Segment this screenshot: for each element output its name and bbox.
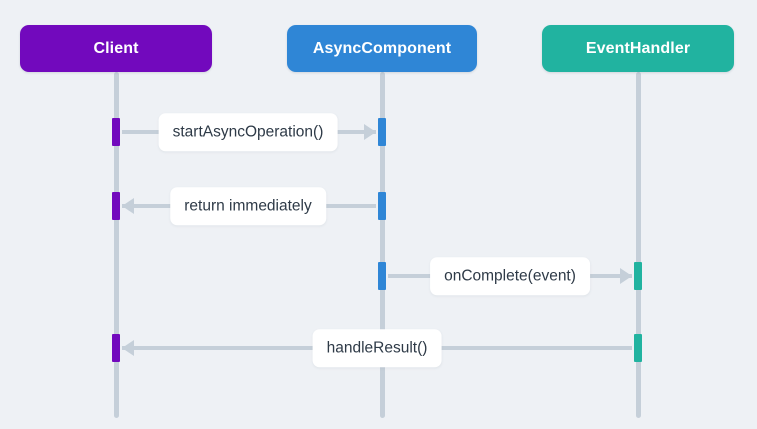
participant-label-client: Client xyxy=(93,39,139,57)
activation-bar-client xyxy=(112,334,120,362)
activation-bar-handler xyxy=(634,262,642,290)
message-label-1[interactable]: startAsyncOperation() xyxy=(158,113,338,151)
participant-label-async: AsyncComponent xyxy=(312,39,452,57)
activation-bar-client xyxy=(112,192,120,220)
participant-box-async[interactable]: AsyncComponent xyxy=(287,25,477,72)
activation-bar-handler xyxy=(634,334,642,362)
arrowhead-right-1 xyxy=(364,124,376,140)
message-label-2[interactable]: return immediately xyxy=(170,187,326,225)
arrowhead-left-4 xyxy=(122,340,134,356)
lifeline-handler xyxy=(635,72,641,418)
message-label-3[interactable]: onComplete(event) xyxy=(430,257,590,295)
arrowhead-left-2 xyxy=(122,198,134,214)
activation-bar-async xyxy=(378,192,386,220)
participant-box-client[interactable]: Client xyxy=(20,25,212,72)
lifeline-async xyxy=(379,72,385,418)
participant-label-handler: EventHandler xyxy=(585,39,691,57)
participant-box-handler[interactable]: EventHandler xyxy=(542,25,734,72)
activation-bar-async xyxy=(378,262,386,290)
activation-bar-client xyxy=(112,118,120,146)
message-label-4[interactable]: handleResult() xyxy=(312,329,442,367)
arrowhead-right-3 xyxy=(620,268,632,284)
lifeline-client xyxy=(113,72,119,418)
activation-bar-async xyxy=(378,118,386,146)
